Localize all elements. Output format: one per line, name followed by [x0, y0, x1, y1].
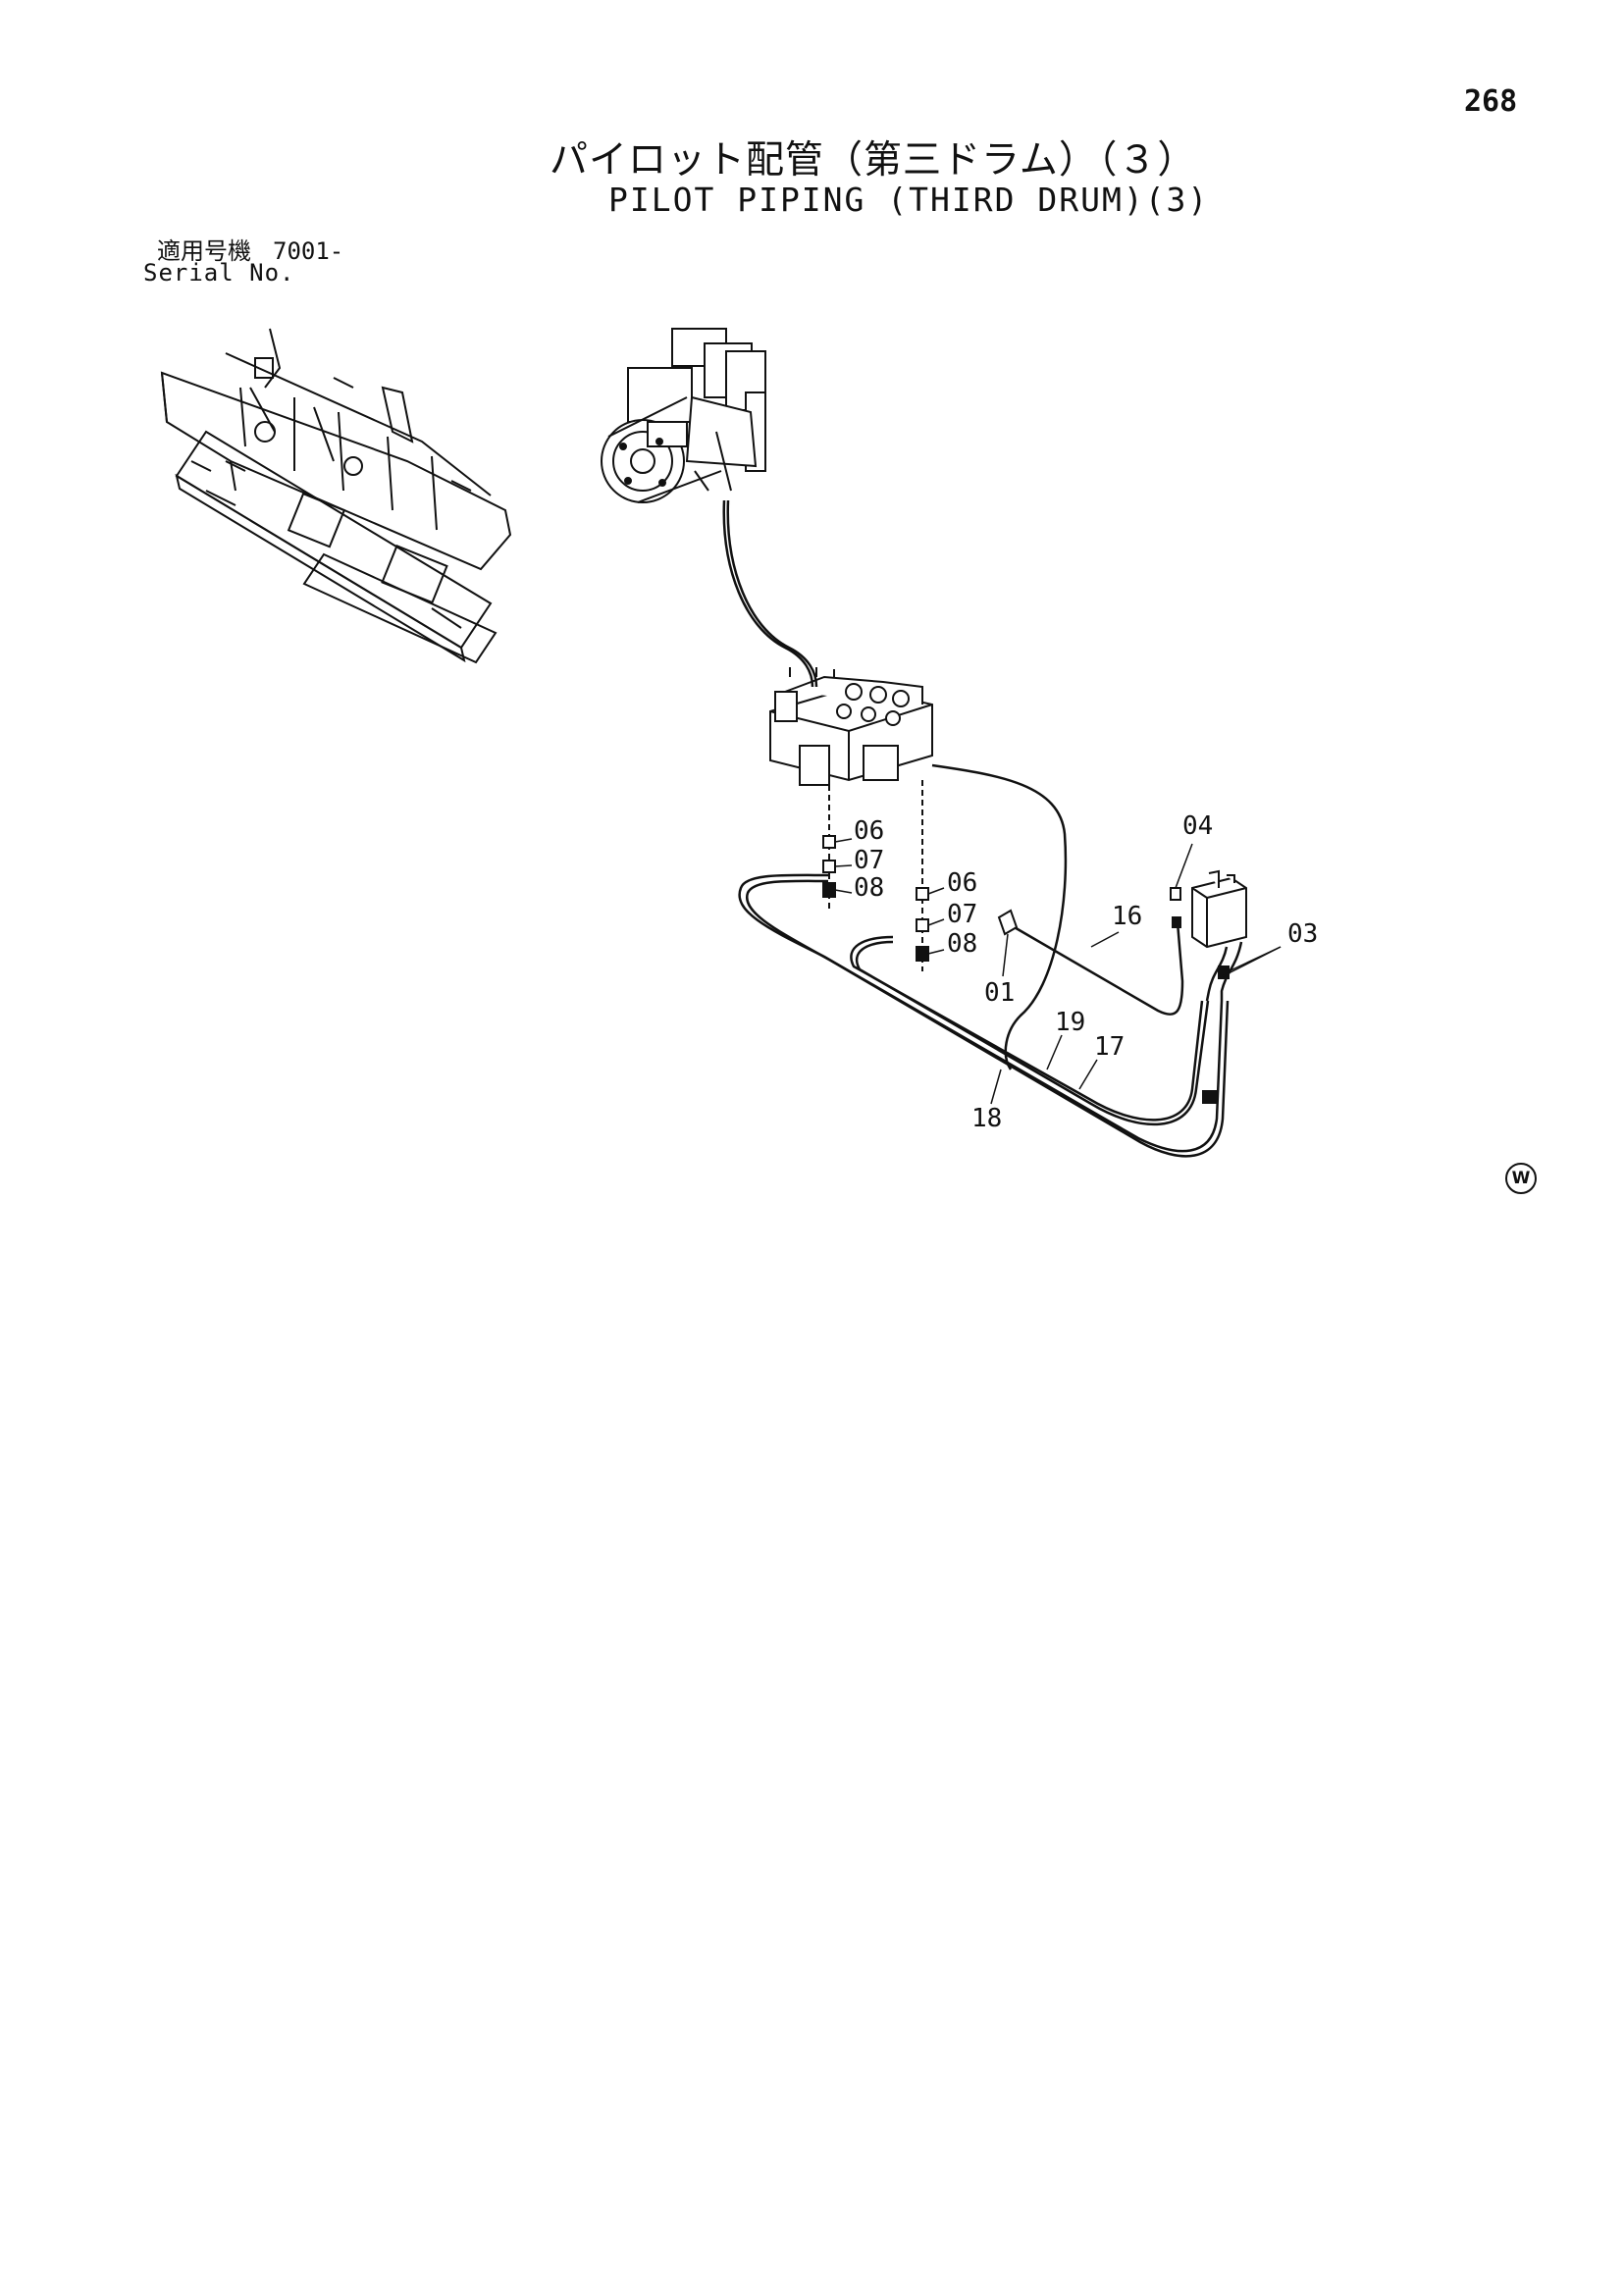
corner-mark-icon: W	[1505, 1163, 1537, 1194]
serial-value: 7001-	[273, 237, 344, 265]
pressure-switch-block	[1191, 869, 1247, 949]
callout-16: 16	[1112, 902, 1142, 931]
callout-08-a: 08	[854, 873, 884, 903]
callout-17: 17	[1094, 1032, 1125, 1062]
page-title-japanese: パイロット配管（第三ドラム）（３）	[550, 138, 1197, 183]
callout-08-b: 08	[947, 929, 977, 959]
callout-01: 01	[984, 978, 1015, 1008]
callout-18: 18	[971, 1104, 1002, 1133]
page-number: 268	[1464, 84, 1518, 119]
leader-lines	[834, 838, 1282, 1105]
callout-04: 04	[1182, 811, 1213, 841]
serial-label-jp-text: 適用号機	[157, 237, 251, 265]
callout-19: 19	[1055, 1008, 1085, 1037]
callout-03: 03	[1287, 919, 1318, 949]
callout-06-b: 06	[947, 868, 977, 898]
callout-06-a: 06	[854, 816, 884, 846]
machine-frame-key-view	[160, 328, 512, 664]
drum-motor-assembly	[601, 328, 766, 503]
serial-label-japanese: 適用号機 7001-	[157, 232, 343, 266]
page-title-english: PILOT PIPING (THIRD DRUM)(3)	[608, 181, 1210, 219]
pilot-hoses	[722, 499, 1243, 1158]
callouts: 06 07 08 06 07 08 01 04 03 16 19 17 18	[854, 811, 1318, 1133]
control-valve-block	[769, 667, 933, 786]
fittings	[822, 780, 1230, 1104]
callout-07-b: 07	[947, 900, 977, 929]
callout-07-a: 07	[854, 846, 884, 875]
serial-label-english: Serial No.	[143, 259, 295, 287]
